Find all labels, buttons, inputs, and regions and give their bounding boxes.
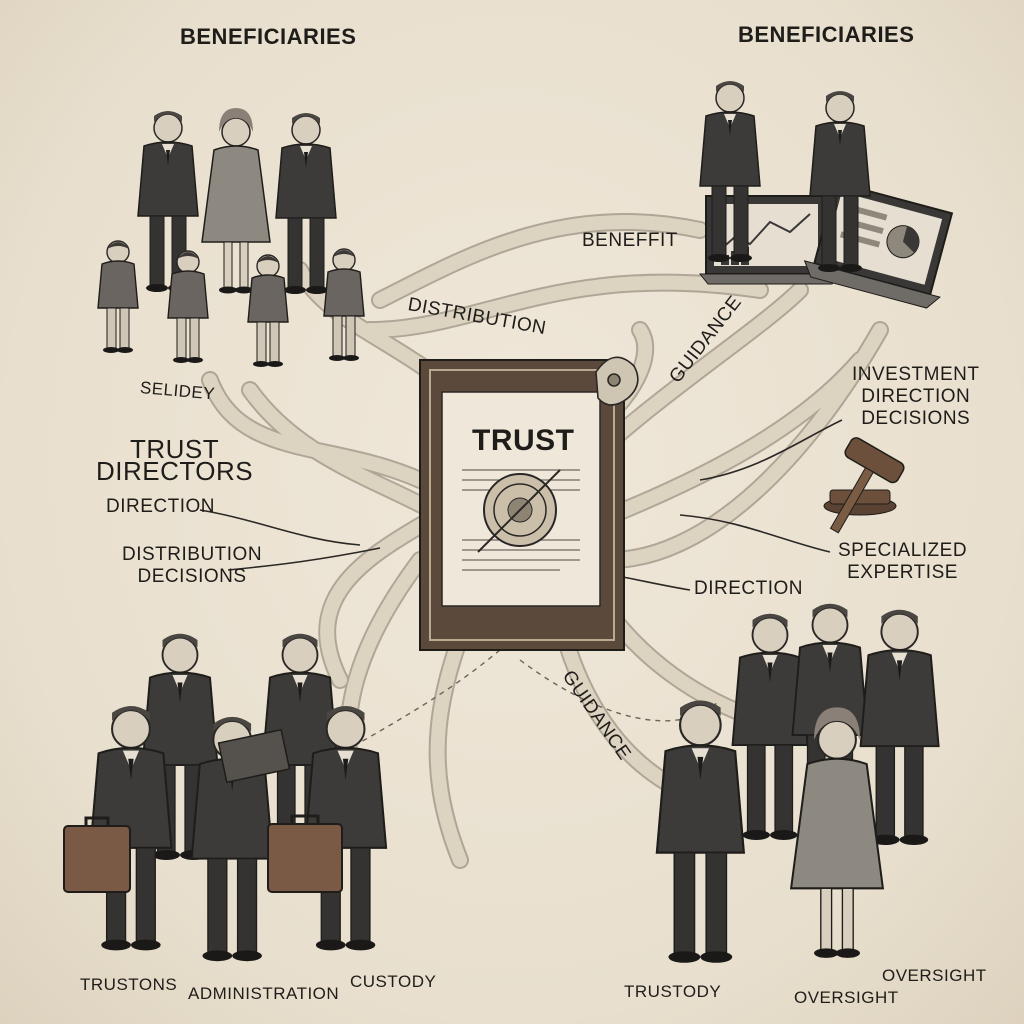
briefcase-icon [63,816,131,893]
benefit-label: BENEFFIT [582,230,678,251]
emblem-icon [595,356,639,406]
gavel-icon [823,437,905,534]
beneficiaries-label-right: BENEFICIARIES [738,22,915,47]
oversight-label-2: OVERSIGHT [882,966,987,985]
beneficiaries-label-left: BENEFICIARIES [180,24,357,49]
custody-label: CUSTODY [350,972,437,991]
trust-document-icon [419,359,625,651]
specialized-expertise-label: SPECIALIZED EXPERTISE [838,540,968,583]
leader-lines [199,419,843,591]
oversight-label-1: OVERSIGHT [794,988,899,1007]
distribution-decisions-label: DISTRIBUTION DECISIONS [122,544,263,587]
seal-emblem-icon [477,469,561,553]
direction-left-label: DIRECTION [106,496,215,517]
trustody-label: TRUSTODY [624,982,722,1001]
direction-right-label: DIRECTION [694,578,803,599]
administration-label: ADMINISTRATION [188,984,340,1003]
trustons-label: TRUSTONS [80,975,178,994]
trustees-group [655,602,940,964]
trust-title: TRUST [472,424,575,457]
clipboard-icon [217,728,291,784]
briefcase-icon-2 [267,814,343,893]
investment-decisions-label: INVESTMENT DIRECTION DECISIONS [852,364,980,429]
trust-directors-label: TRUST DIRECTORS [96,434,254,486]
beneficiaries-family-group [97,107,365,368]
